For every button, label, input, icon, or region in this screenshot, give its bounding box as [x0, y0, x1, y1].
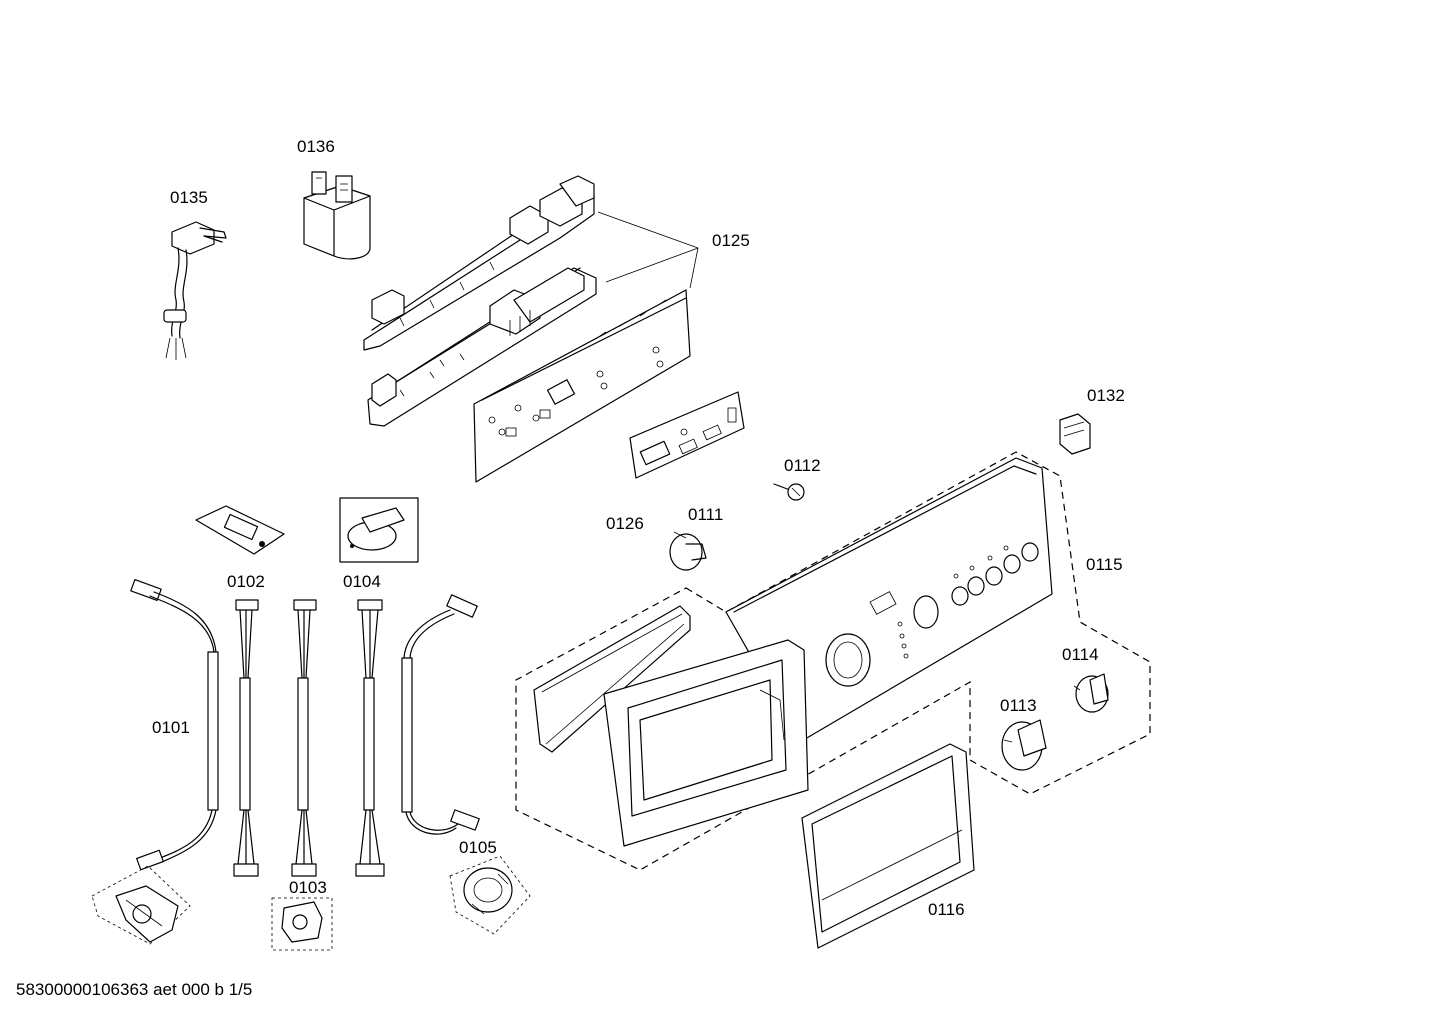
- label-0103: 0103: [289, 878, 327, 897]
- control-frame-part: [367, 267, 597, 427]
- label-0112: 0112: [784, 456, 821, 475]
- label-0104: 0104: [343, 572, 381, 591]
- pushrod-part: [773, 483, 805, 501]
- drawer-handle-part: [801, 743, 975, 949]
- selector-knob-part: [669, 531, 707, 571]
- drawing-reference: 58300000106363 aet 000 b 1/5: [16, 980, 253, 999]
- program-knob-part: [1001, 719, 1047, 771]
- pressure-switch-inset: [339, 497, 419, 563]
- sensor-insert-part: [195, 505, 285, 555]
- control-fascia-part: [725, 457, 1053, 743]
- label-0114: 0114: [1062, 645, 1099, 664]
- wire-harness-0105: [401, 594, 480, 835]
- fascia-assembly-outline: [515, 451, 1151, 871]
- drain-pump-part: [91, 865, 191, 945]
- seal-part: [533, 605, 691, 753]
- label-0113: 0113: [1000, 696, 1037, 715]
- label-0101: 0101: [152, 718, 190, 737]
- temperature-knob-part: [1073, 673, 1109, 713]
- label-0136: 0136: [297, 137, 335, 156]
- level-sensor-part: [271, 897, 333, 951]
- wire-harness-0101: [130, 578, 219, 871]
- label-0126: 0126: [606, 514, 644, 533]
- label-0132: 0132: [1087, 386, 1125, 405]
- wire-harness-0103: [291, 599, 317, 877]
- bracket-part: [1059, 413, 1091, 455]
- wire-harness-0104: [355, 599, 385, 877]
- label-0102: 0102: [227, 572, 265, 591]
- label-0116: 0116: [928, 900, 965, 919]
- circuit-board-part: [473, 289, 691, 483]
- pressure-switch-part: [449, 855, 531, 935]
- power-cord-part: [163, 221, 227, 360]
- label-0125: 0125: [712, 231, 750, 250]
- drawer-frame-part: [603, 639, 809, 847]
- display-board-part: [629, 391, 745, 479]
- electronics-housing-part: [363, 175, 595, 351]
- wire-harness-0102: [233, 599, 259, 877]
- label-0135: 0135: [170, 188, 208, 207]
- label-0111: 0111: [688, 505, 723, 524]
- label-0105: 0105: [459, 838, 497, 857]
- suppressor-part: [303, 171, 371, 260]
- label-0115: 0115: [1086, 555, 1123, 574]
